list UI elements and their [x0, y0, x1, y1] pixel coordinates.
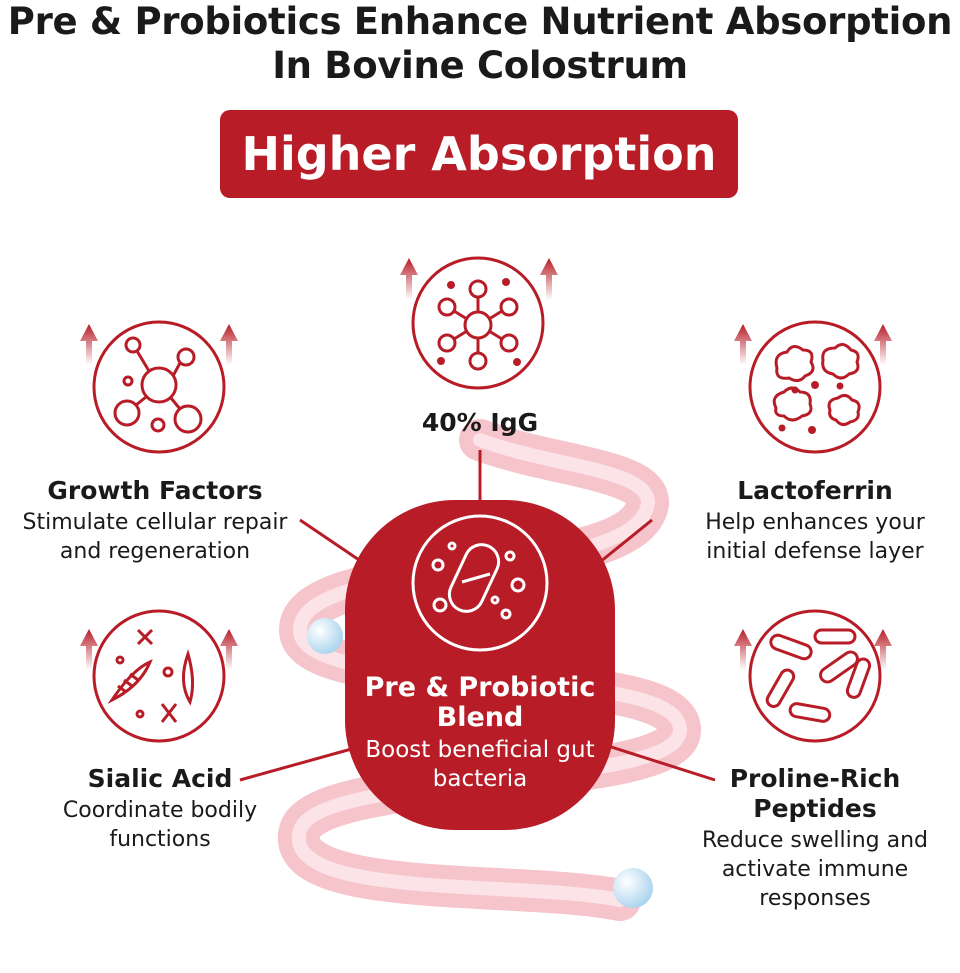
proline-rich-peptides-title: Proline-Rich Peptides — [729, 764, 901, 823]
proline-rich-peptides-description: Reduce swelling and activate immune resp… — [702, 828, 928, 911]
bubble-icon — [613, 868, 653, 908]
growth-factors-description: Stimulate cellular repair and regenerati… — [22, 510, 288, 564]
page-title-line-2: In Bovine Colostrum — [272, 44, 688, 87]
chromosome-icon — [92, 609, 226, 743]
gut-bacteria-icon — [411, 514, 549, 652]
molecule-icon — [92, 320, 226, 454]
higher-absorption-banner: Higher Absorption — [220, 110, 738, 198]
center-description: Boost beneficial gut bacteria — [365, 737, 595, 792]
page-title: Pre & Probiotics Enhance Nutrient Absorp… — [0, 0, 960, 88]
bubble-icon — [307, 618, 343, 654]
igg-title: 40% IgG — [421, 408, 539, 437]
rod-bacteria-icon — [748, 609, 882, 743]
center-title: Pre & Probiotic Blend — [364, 672, 596, 733]
cell-cluster-icon — [748, 320, 882, 454]
up-arrows — [80, 258, 892, 670]
molecule-network-icon — [411, 256, 545, 390]
sialic-acid-title: Sialic Acid — [87, 764, 233, 793]
page-title-line-1: Pre & Probiotics Enhance Nutrient Absorp… — [7, 0, 953, 43]
sialic-acid-description: Coordinate bodily functions — [62, 798, 258, 852]
leader-lines — [239, 450, 716, 782]
lactoferrin-description: Help enhances your initial defense layer — [705, 510, 925, 564]
growth-factors-title: Growth Factors — [47, 476, 263, 505]
lactoferrin-title: Lactoferrin — [737, 476, 893, 505]
